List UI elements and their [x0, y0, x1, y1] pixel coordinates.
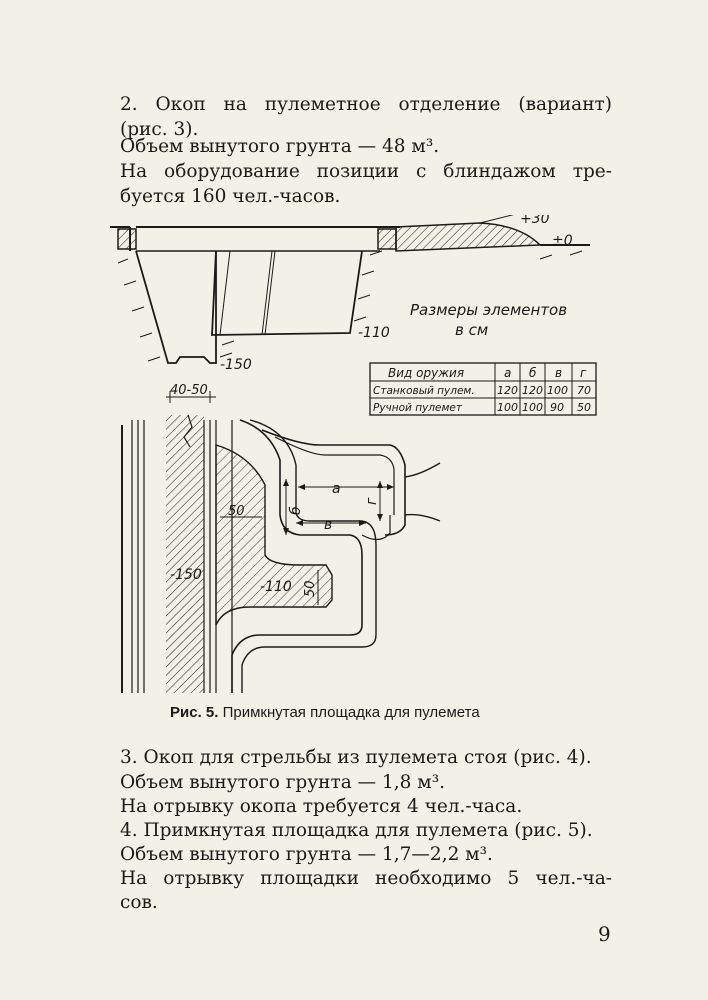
text-line: Объем вынутого грунта — 1,8 м³.: [120, 772, 445, 793]
table-cell: 100: [522, 401, 543, 414]
text-line: На оборудование позиции с блиндажом тре-: [120, 161, 612, 182]
dimension-label: 50: [228, 504, 245, 519]
elevation-label: +30: [520, 215, 550, 227]
text-line: (рис. 3).: [120, 119, 199, 140]
table-cell: 120: [522, 384, 543, 397]
dimension-label: 50: [303, 580, 318, 597]
table-header: в: [555, 366, 562, 380]
dimension-label: в: [324, 517, 332, 533]
depth-label: -110: [358, 325, 390, 341]
sizes-title: в см: [455, 321, 488, 339]
text-line: 4. Примкнутая площадка для пулемета (рис…: [120, 820, 593, 841]
text-line: Объем вынутого грунта — 1,7—2,2 м³.: [120, 844, 493, 865]
text-line: Объем вынутого грунта — 48 м³.: [120, 136, 440, 157]
dimension-label: а: [332, 481, 341, 497]
dimension-label: б: [288, 506, 304, 515]
text-line: На отрывку площадки необходимо 5 чел.-ча…: [120, 868, 612, 889]
table-header: б: [529, 366, 537, 380]
figure-machine-gun-platform: 40-50 -110 -150 +30 ±0 Размеры элементов…: [100, 215, 620, 700]
sizes-table: Вид оружия а б в г Станковый пулем. 120 …: [369, 362, 597, 416]
table-header: а: [504, 366, 511, 380]
text-line: 2. Окоп на пулеметное отделение (вариант…: [120, 94, 612, 115]
table-header: Вид оружия: [388, 366, 464, 380]
page-number: 9: [598, 922, 611, 946]
table-cell: Станковый пулем.: [373, 385, 475, 397]
depth-label: -150: [170, 567, 202, 583]
plan-view: а в б г 50 50 -150 -110: [121, 414, 441, 693]
table-cell: 120: [497, 384, 518, 397]
table-header: г: [580, 366, 587, 380]
text-line: буется 160 чел.-часов.: [120, 186, 341, 207]
table-cell: 100: [497, 401, 518, 414]
elevation-label: ±0: [552, 233, 573, 249]
cross-section: 40-50 -110 -150 +30 ±0: [110, 215, 590, 403]
table-cell: 90: [550, 401, 564, 414]
table-cell: Ручной пулемет: [373, 402, 463, 414]
figure-caption: Рис. 5. Примкнутая площадка для пулемета: [170, 704, 480, 721]
table-cell: 100: [547, 384, 568, 397]
text-line: 3. Окоп для стрельбы из пулемета стоя (р…: [120, 747, 592, 768]
sizes-title: Размеры элементов: [410, 301, 567, 319]
text-line: сов.: [120, 892, 158, 913]
figure-drawing: 40-50 -110 -150 +30 ±0 Размеры элементов…: [110, 215, 597, 693]
depth-label: -150: [220, 357, 252, 373]
caption-text: Примкнутая площадка для пулемета: [222, 704, 480, 721]
table-cell: 50: [577, 401, 591, 414]
dimension-label: г: [364, 497, 380, 505]
depth-label: -110: [260, 579, 292, 595]
table-cell: 70: [577, 384, 591, 397]
caption-prefix: Рис. 5.: [170, 704, 219, 721]
dimension-label: 40-50: [170, 383, 208, 398]
text-line: На отрывку окопа требуется 4 чел.-часа.: [120, 796, 523, 817]
